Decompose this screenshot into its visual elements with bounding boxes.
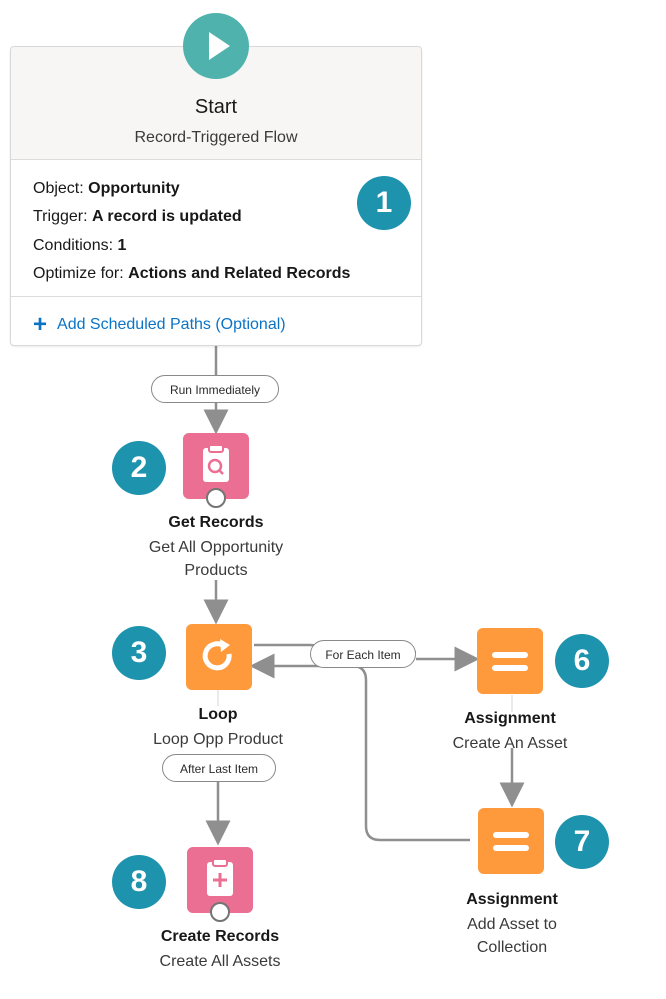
- play-icon: [209, 32, 230, 60]
- assignment-create-description: Create An Asset: [452, 735, 568, 752]
- assignment-add-description: Add Asset to Collection: [467, 916, 557, 956]
- start-title: Start: [194, 96, 238, 118]
- get-records-description: Get All Opportunity Products: [148, 539, 284, 579]
- get-records-title: Get Records: [168, 514, 264, 531]
- clipboard-plus-icon: [207, 858, 233, 896]
- get-records-element[interactable]: [183, 433, 249, 499]
- start-subtitle: Record-Triggered Flow: [134, 129, 298, 146]
- trigger-property: Trigger: A record is updated: [33, 208, 242, 225]
- start-play-button[interactable]: [183, 13, 249, 79]
- assignment-add-title: Assignment: [466, 891, 558, 908]
- step-badge-2: 2: [112, 441, 166, 495]
- create-records-title: Create Records: [160, 928, 280, 945]
- after-last-item-label[interactable]: After Last Item: [162, 754, 276, 782]
- assignment-add-asset-element[interactable]: [478, 808, 544, 874]
- conditions-value: 1: [117, 237, 127, 254]
- optimize-value: Actions and Related Records: [128, 265, 351, 282]
- run-immediately-label[interactable]: Run Immediately: [151, 375, 279, 403]
- step-badge-8: 8: [112, 855, 166, 909]
- start-card[interactable]: Start Record-Triggered Flow Object: Oppo…: [10, 46, 422, 346]
- assignment-create-title: Assignment: [464, 710, 556, 727]
- plus-icon: +: [33, 311, 48, 338]
- loop-description: Loop Opp Product: [153, 731, 283, 748]
- create-records-description: Create All Assets: [159, 953, 281, 970]
- create-records-connector-handle[interactable]: [210, 902, 230, 922]
- conditions-property: Conditions: 1: [33, 237, 127, 254]
- get-records-connector-handle[interactable]: [206, 488, 226, 508]
- divider: [11, 296, 421, 297]
- for-each-item-label[interactable]: For Each Item: [310, 640, 416, 668]
- add-scheduled-paths-link[interactable]: +Add Scheduled Paths (Optional): [33, 311, 286, 338]
- object-property: Object: Opportunity: [33, 180, 180, 197]
- optimize-property: Optimize for: Actions and Related Record…: [33, 265, 351, 282]
- loop-element[interactable]: [186, 624, 252, 690]
- clipboard-search-icon: [203, 444, 229, 482]
- step-badge-3: 3: [112, 626, 166, 680]
- assignment-create-asset-element[interactable]: [477, 628, 543, 694]
- equals-icon: [493, 832, 529, 851]
- object-value: Opportunity: [88, 180, 180, 197]
- trigger-value: A record is updated: [91, 208, 242, 225]
- step-badge-1: 1: [357, 176, 411, 230]
- step-badge-7: 7: [555, 815, 609, 869]
- loop-icon: [202, 639, 232, 671]
- loop-title: Loop: [198, 706, 238, 723]
- equals-icon: [492, 652, 528, 671]
- step-badge-6: 6: [555, 634, 609, 688]
